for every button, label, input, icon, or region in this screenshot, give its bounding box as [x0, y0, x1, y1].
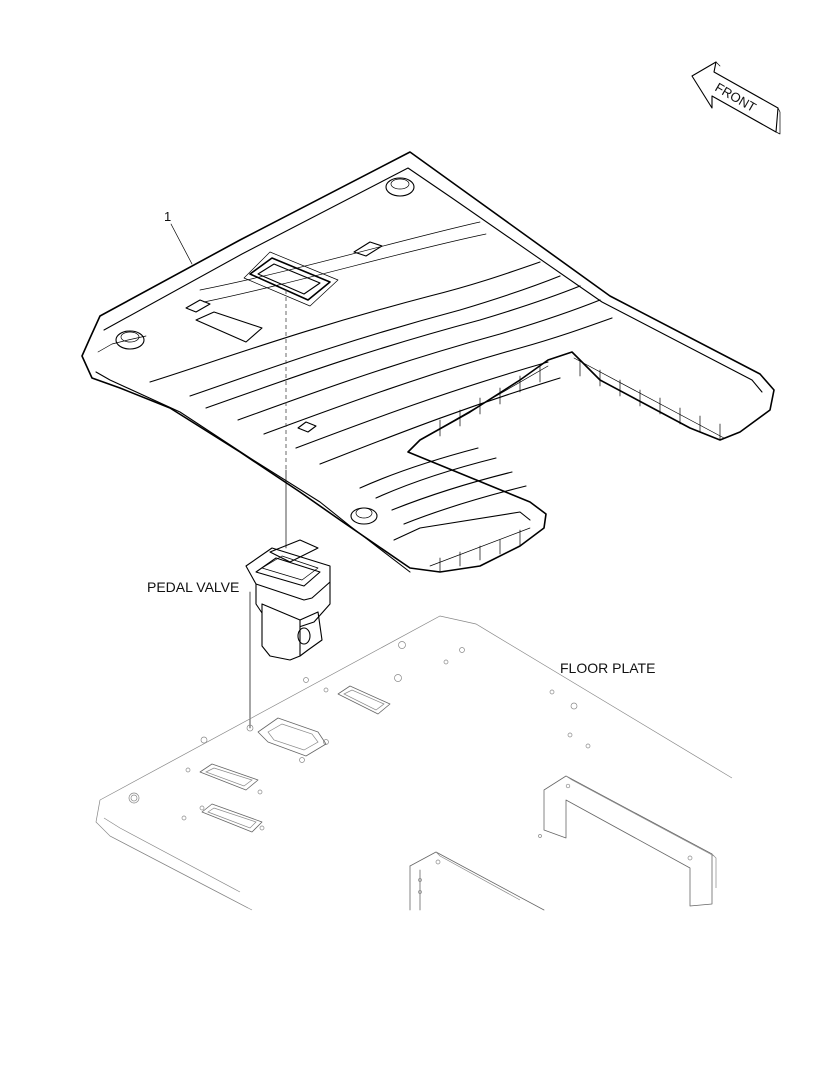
floor-plate-label: FLOOR PLATE [560, 660, 655, 676]
pedal-valve-label: PEDAL VALVE [147, 579, 239, 595]
callout-1: 1 [164, 209, 193, 265]
pedal-valve-part: PEDAL VALVE [147, 539, 331, 729]
callout-number: 1 [164, 209, 171, 224]
front-direction-arrow-icon: FRONT [691, 61, 781, 135]
floor-mat-part [81, 151, 775, 573]
floor-plate-part: FLOOR PLATE [95, 615, 733, 911]
